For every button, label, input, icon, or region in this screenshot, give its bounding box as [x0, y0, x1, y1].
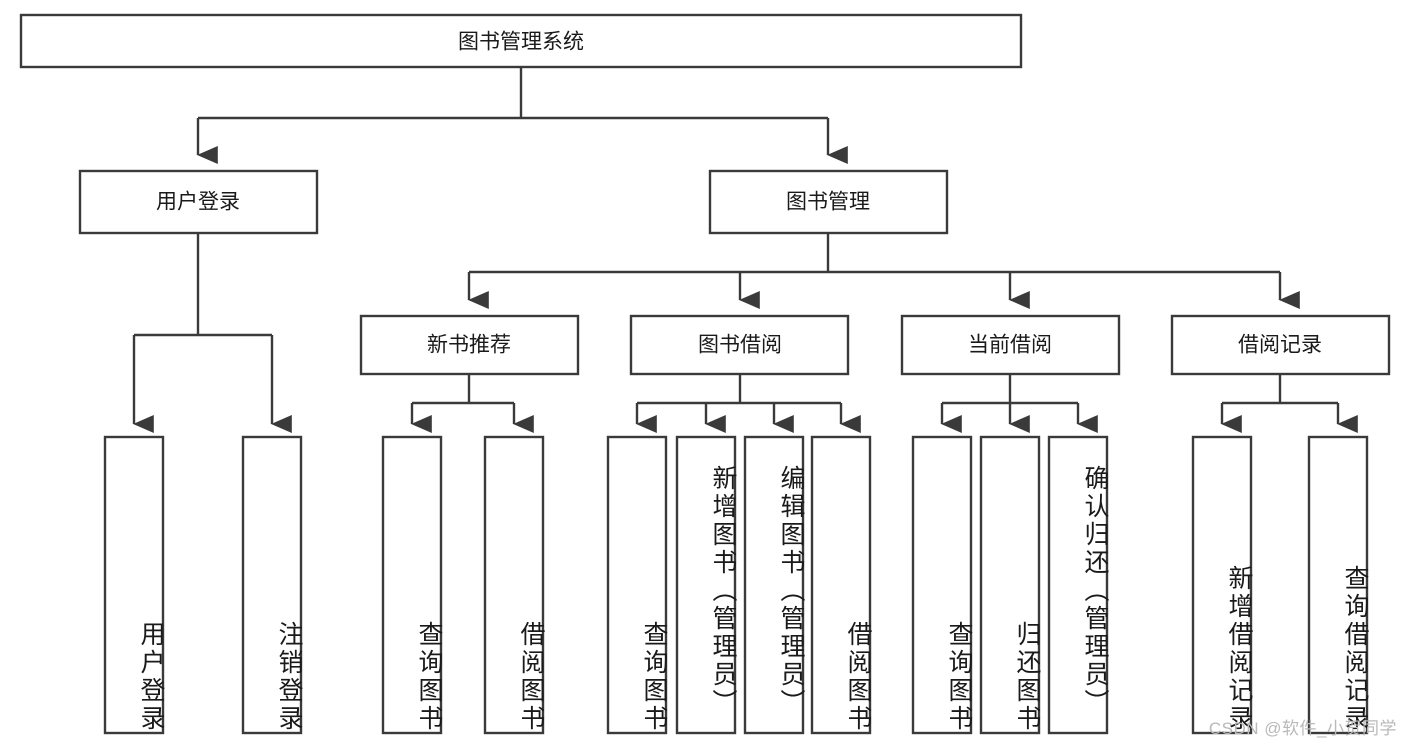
watermark-text: CSDN @软件_小贺同学 [1208, 719, 1397, 738]
connector-new-book-to-leaves [410, 374, 534, 433]
node-root-label: 图书管理系统 [458, 31, 584, 54]
leaf-box-query-book-3[interactable] [911, 435, 973, 735]
connector-user-login-to-leaves [132, 233, 292, 433]
node-book-borrow[interactable]: 图书借阅 [629, 314, 850, 376]
node-current-borrow-label: 当前借阅 [968, 334, 1052, 357]
node-user-login-label: 用户登录 [156, 191, 240, 214]
node-current-borrow-box[interactable] [900, 314, 1121, 376]
leaf-box-add-record[interactable] [1191, 435, 1253, 735]
node-borrow-record[interactable]: 借阅记录 [1170, 314, 1391, 376]
node-book-management-label: 图书管理 [786, 191, 870, 214]
leaf-box-logout[interactable] [241, 435, 303, 735]
node-book-borrow-label: 图书借阅 [698, 334, 782, 357]
leaf-box-add-book[interactable] [675, 435, 737, 735]
node-book-management[interactable]: 图书管理 [708, 169, 949, 235]
leaf-box-borrow-book-2[interactable] [810, 435, 872, 735]
node-new-book-recommend-label: 新书推荐 [427, 334, 511, 357]
node-user-login-box[interactable] [78, 169, 319, 235]
node-new-book-recommend[interactable]: 新书推荐 [359, 314, 580, 376]
leaf-box-query-book-2[interactable] [606, 435, 668, 735]
connector-book-borrow-to-leaves [635, 374, 861, 433]
connector-borrow-record-to-leaves [1220, 374, 1358, 433]
connector-root-to-level2 [196, 67, 848, 164]
leaf-box-query-record[interactable] [1307, 435, 1369, 735]
node-root-box[interactable] [19, 13, 1023, 69]
leaf-box-user-login[interactable] [103, 435, 165, 735]
connector-book-management-to-level3 [467, 233, 1300, 309]
connector-current-borrow-to-leaves [940, 374, 1098, 433]
node-borrow-record-label: 借阅记录 [1238, 334, 1322, 357]
node-new-book-recommend-box[interactable] [359, 314, 580, 376]
leaf-box-edit-book[interactable] [743, 435, 805, 735]
node-user-login[interactable]: 用户登录 [78, 169, 319, 235]
leaf-box-return-book[interactable] [979, 435, 1041, 735]
node-current-borrow[interactable]: 当前借阅 [900, 314, 1121, 376]
node-root[interactable]: 图书管理系统 [19, 13, 1023, 69]
leaf-box-borrow-book-1[interactable] [483, 435, 545, 735]
leaf-box-query-book-1[interactable] [381, 435, 443, 735]
leaf-box-confirm-return[interactable] [1047, 435, 1109, 735]
